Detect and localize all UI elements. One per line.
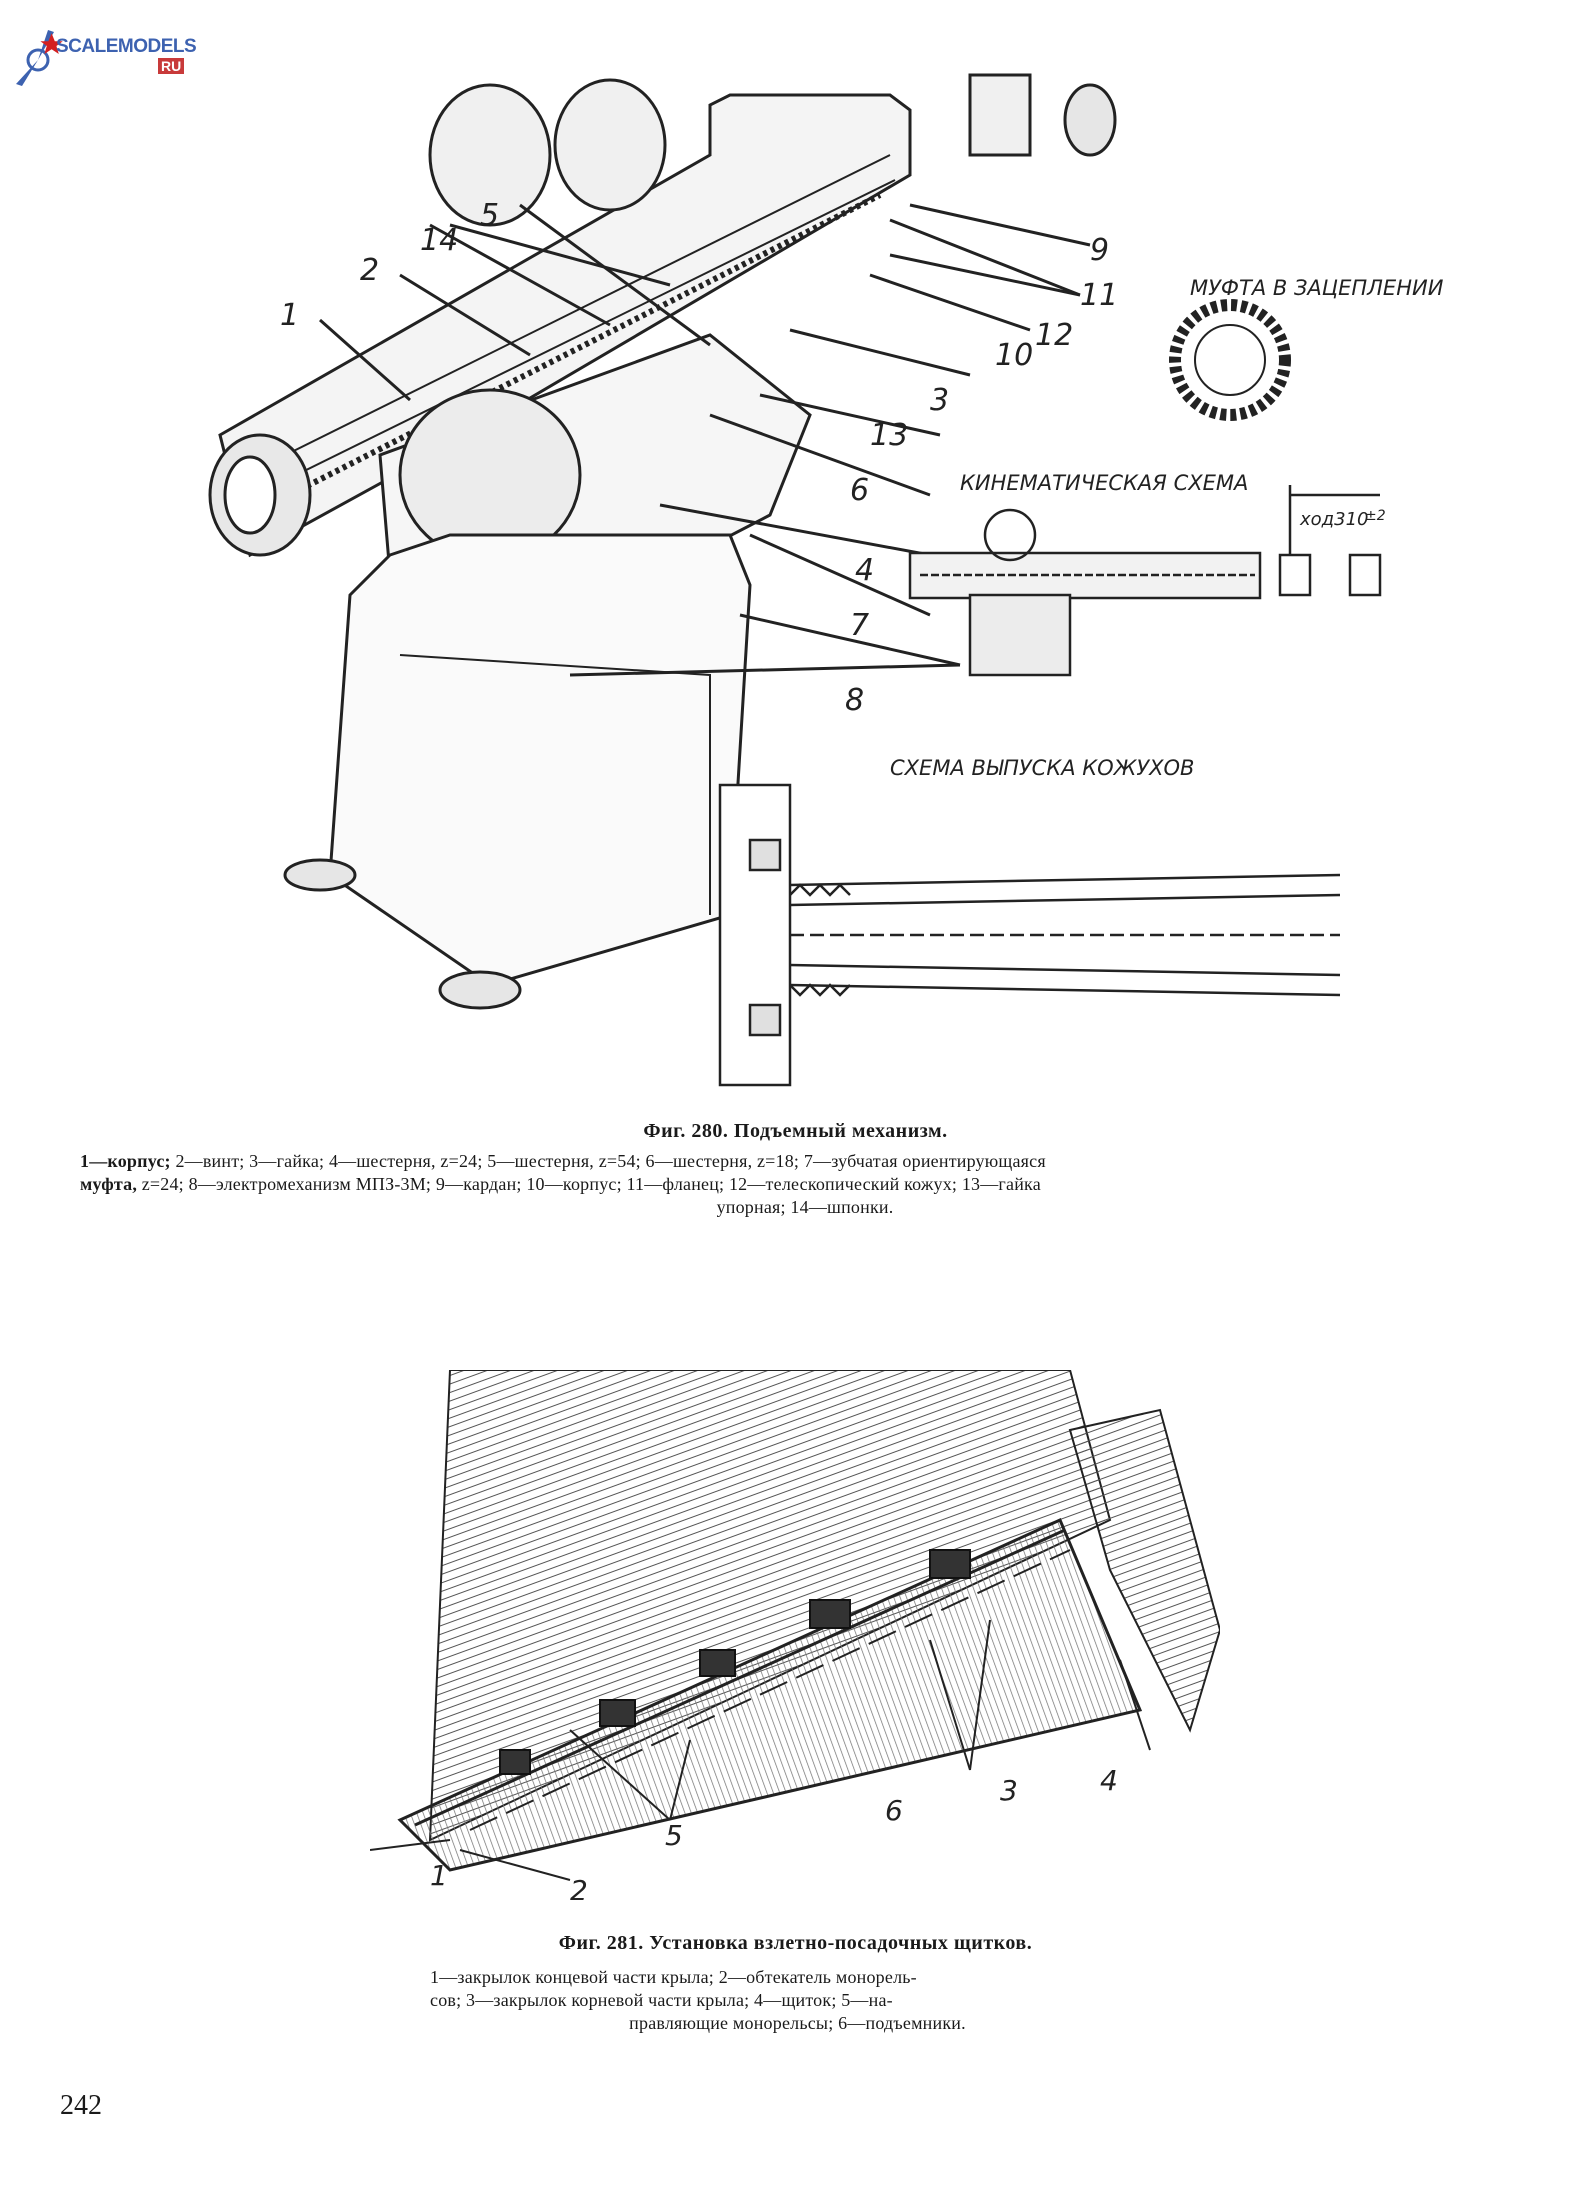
legend-line-2: муфта, z=24; 8—электромеханизм МПЗ-3М; 9… (80, 1173, 1530, 1196)
logo-text: SCALEMODELS (56, 36, 197, 57)
legend-bold-2: муфта, (80, 1174, 138, 1194)
legend-281-line-1: 1—закрылок концевой части крыла; 2—обтек… (430, 1967, 917, 1987)
callout-281-1: 1 (430, 1859, 448, 1892)
callout-281-4: 4 (1100, 1764, 1118, 1797)
stroke-tolerance: ±2 (1365, 508, 1386, 524)
logo-ru-badge: RU (158, 58, 185, 74)
figure-281-title: Фиг. 281. Установка взлетно-посадочных щ… (558, 1932, 1033, 1954)
callout-281-5: 5 (665, 1819, 683, 1852)
figure-281-legend: 1—закрылок концевой части крыла; 2—обтек… (430, 1966, 1165, 2035)
stroke-label: ход310 (1299, 509, 1368, 530)
flap-installation-illustration: 1 2 3 4 5 6 (370, 1370, 1220, 1900)
legend-line-1: 1—корпус; 2—винт; 3—гайка; 4—шестерня, z… (80, 1150, 1530, 1173)
callout-14: 14 (420, 223, 458, 258)
callout-3: 3 (930, 383, 949, 418)
callout-281-6: 6 (885, 1794, 903, 1827)
callout-8: 8 (845, 683, 864, 718)
callout-4: 4 (855, 553, 874, 588)
propeller-icon (16, 30, 63, 86)
callout-7: 7 (850, 608, 869, 643)
lifting-mechanism-illustration: 1 2 3 4 5 6 7 8 9 10 11 12 13 14 МУФТА В… (208, 73, 1444, 1087)
callout-6: 6 (850, 473, 869, 508)
legend-line-3: упорная; 14—шпонки. (716, 1197, 894, 1217)
page-number: 242 (60, 2090, 102, 2121)
callout-281-3: 3 (1000, 1774, 1018, 1807)
figure-280-legend: 1—корпус; 2—винт; 3—гайка; 4—шестерня, z… (80, 1150, 1530, 1219)
legend-281-line-2: сов; 3—закрылок корневой части крыла; 4—… (430, 1990, 893, 2010)
site-logo: SCALEMODELS RU (10, 22, 197, 92)
callout-281-2: 2 (570, 1874, 588, 1900)
kinematic-inset-label: КИНЕМАТИЧЕСКАЯ СХЕМА (960, 471, 1248, 495)
callout-11: 11 (1080, 278, 1118, 313)
callout-2: 2 (360, 253, 379, 288)
figure-280-title: Фиг. 280. Подъемный механизм. (643, 1120, 948, 1142)
figure-280-drawing: 1 2 3 4 5 6 7 8 9 10 11 12 13 14 МУФТА В… (190, 55, 1450, 1095)
callout-12: 12 (1035, 318, 1073, 353)
callout-13: 13 (870, 418, 908, 453)
figure-281-drawing: 1 2 3 4 5 6 (370, 1370, 1220, 1900)
legend-bold-1: 1—корпус; (80, 1151, 171, 1171)
legend-text-1: 2—винт; 3—гайка; 4—шестерня, z=24; 5—шес… (170, 1151, 1046, 1171)
callout-9: 9 (1090, 233, 1109, 268)
coupling-inset-label: МУФТА В ЗАЦЕПЛЕНИИ (1190, 276, 1444, 300)
casing-inset-label: СХЕМА ВЫПУСКА КОЖУХОВ (890, 756, 1194, 780)
legend-281-line-3: правляющие монорельсы; 6—подъемники. (629, 2013, 966, 2033)
callout-1: 1 (280, 298, 299, 333)
callout-5: 5 (480, 198, 499, 233)
callout-10: 10 (995, 338, 1033, 373)
legend-text-2: z=24; 8—электромеханизм МПЗ-3М; 9—кардан… (137, 1174, 1041, 1194)
